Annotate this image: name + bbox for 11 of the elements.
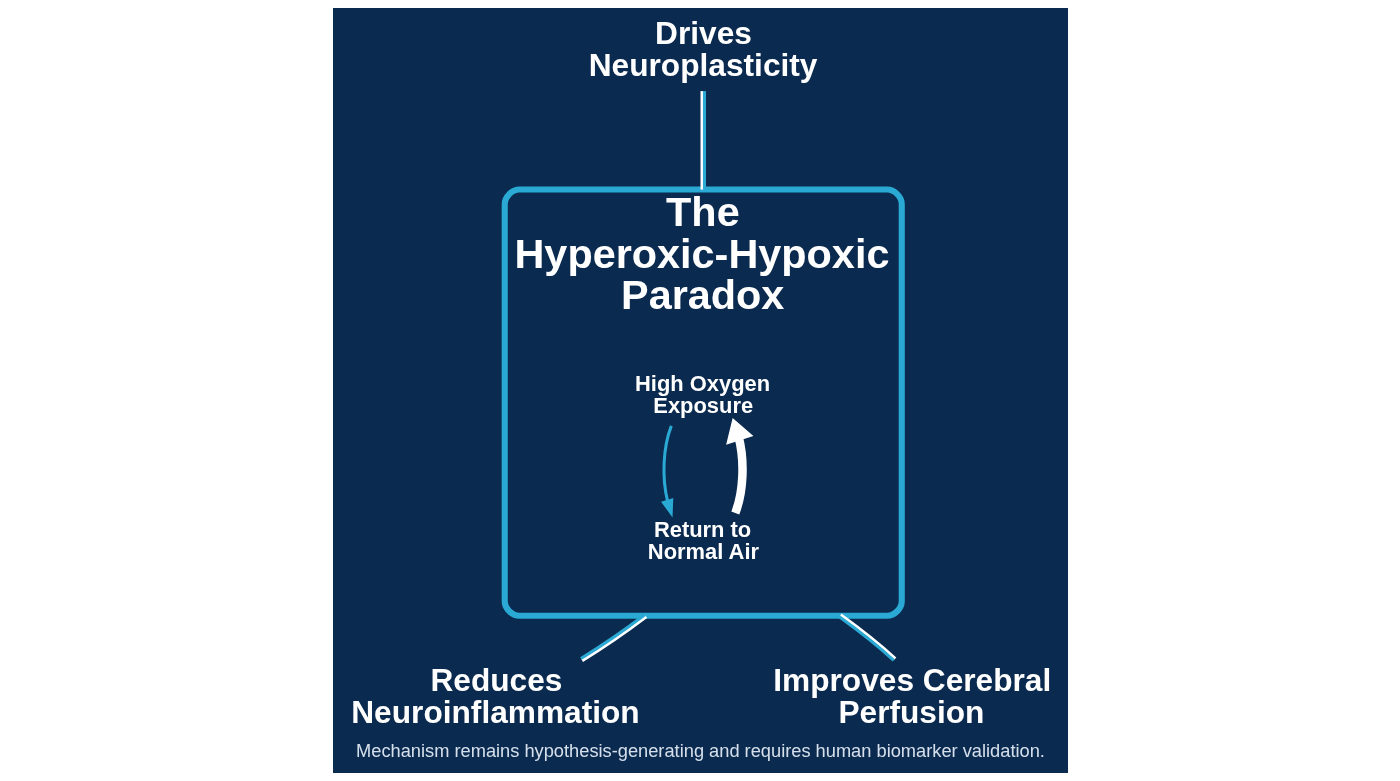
connector bbox=[579, 613, 647, 662]
connector bbox=[700, 91, 706, 190]
caption: Mechanism remains hypothesis-generating and requires human biomarker validation. bbox=[355, 740, 1045, 762]
connector bbox=[837, 613, 896, 662]
node-text: Drives Neuroplasticity bbox=[588, 15, 817, 84]
node-text: Reduces Neuroinflammation bbox=[350, 662, 640, 730]
arrow bbox=[725, 418, 753, 515]
node-text: Return to Normal Air bbox=[647, 517, 759, 565]
arrow bbox=[660, 425, 673, 518]
node-text: Improves Cerebral Perfusion bbox=[772, 662, 1051, 730]
node-text: High Oxygen Exposure bbox=[634, 370, 770, 418]
